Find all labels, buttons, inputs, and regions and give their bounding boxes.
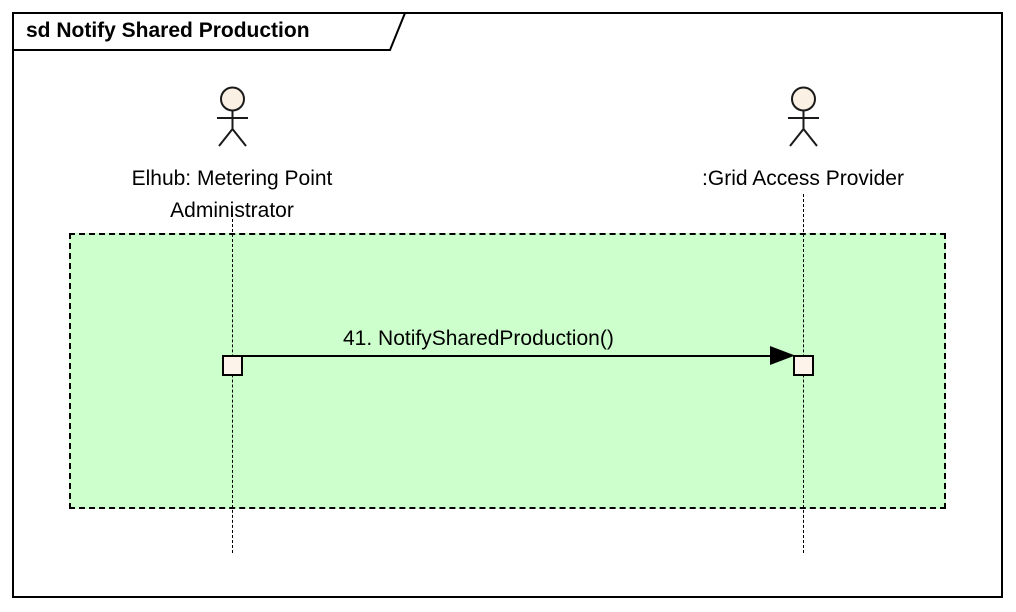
frame-tab-label: sd Notify Shared Production [26,19,310,42]
message-label-41: 41. NotifySharedProduction() [343,327,614,350]
message-line-41 [243,355,784,357]
message-arrowhead-41 [770,345,796,371]
filled-arrowhead-icon [770,346,795,365]
sequence-diagram-frame [12,12,1003,598]
actor-icon-gap [780,85,828,152]
actor-icon-mpa [209,85,257,152]
actor-stick-figure-icon [217,86,248,147]
activation-box-gap [793,355,814,376]
actor-stick-figure-icon [788,86,819,147]
lifeline-label-gap: :Grid Access Provider [702,167,904,190]
frame-tab-shape [12,12,406,51]
lifeline-label-mpa: Elhub: Metering Point Administrator [131,167,333,222]
frame-tab: sd Notify Shared Production [12,12,406,51]
fragment-region [69,233,946,509]
activation-box-mpa [222,355,243,376]
